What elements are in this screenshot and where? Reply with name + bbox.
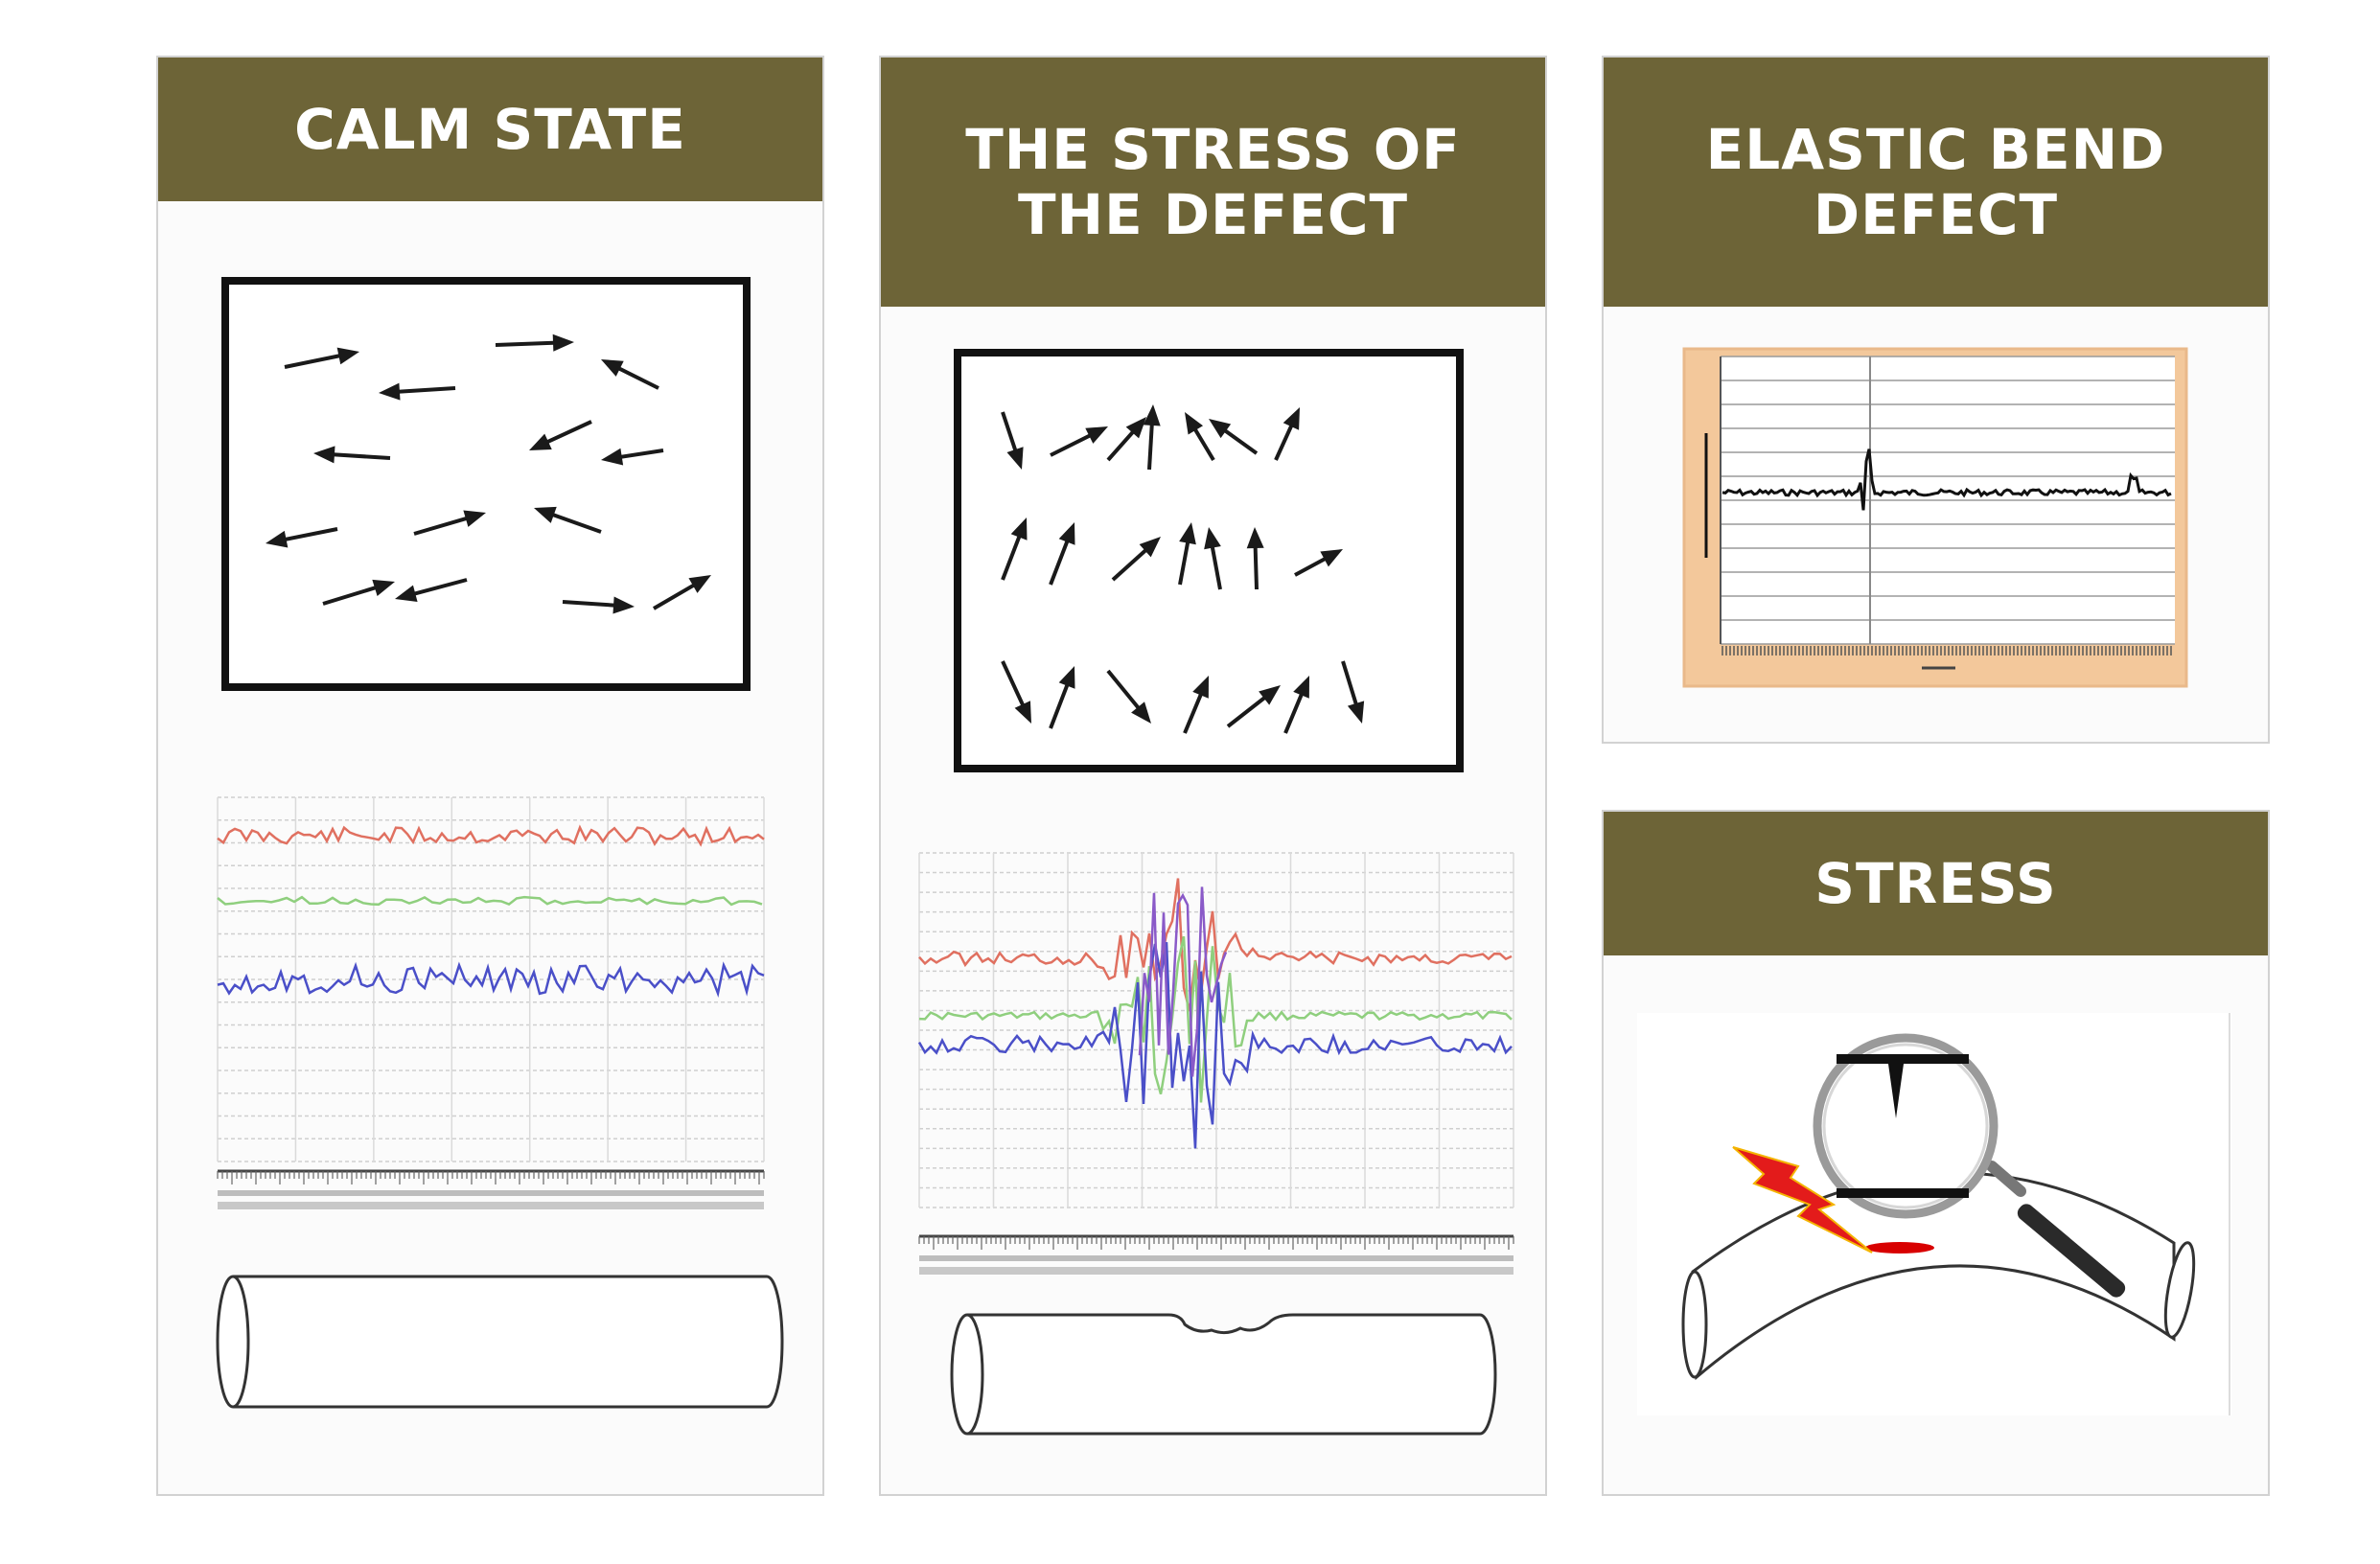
domain-arrow (395, 578, 468, 603)
domain-arrow (1294, 549, 1343, 577)
panel-calm-state: CALM STATE (156, 56, 824, 1496)
domain-arrow (1049, 666, 1075, 729)
panel-title: ELASTIC BEND DEFECT (1604, 58, 2268, 307)
smooth-pipe-illustration (216, 1275, 784, 1409)
domain-arrow (284, 347, 359, 369)
defect-domain-arrows-diagram (954, 349, 1464, 772)
trace-red (217, 824, 765, 847)
elastic-bend-signal-chart (1682, 347, 2188, 688)
domain-arrow (1274, 407, 1300, 461)
stress-pipe-bend-illustration (1637, 1013, 2231, 1415)
chart-axis-ruler (217, 1169, 765, 1209)
trace-purple (1138, 886, 1228, 1077)
bend-signal-trace (1721, 448, 2172, 511)
trace-red (918, 878, 1513, 1012)
domain-arrow (1001, 411, 1024, 470)
trace-green (918, 935, 1513, 1103)
panel-title: STRESS (1604, 812, 2268, 955)
dented-pipe-illustration (950, 1313, 1497, 1436)
domain-arrow (1001, 660, 1031, 724)
domain-arrow (1111, 537, 1161, 582)
domain-arrow (1283, 676, 1309, 734)
calm-domain-arrows-diagram (221, 277, 751, 691)
domain-arrow (1001, 518, 1028, 581)
defect-signal-chart (917, 852, 1514, 1275)
panel-title: CALM STATE (158, 58, 822, 201)
panel-elastic-bend-defect: ELASTIC BEND DEFECT (1602, 56, 2270, 744)
domain-arrow (1204, 527, 1222, 590)
domain-arrow (1050, 426, 1108, 457)
domain-arrow (495, 334, 574, 352)
magnifying-glass-icon (1813, 1033, 2126, 1298)
domain-arrow (601, 359, 659, 390)
domain-arrow (1246, 527, 1264, 590)
domain-arrow (562, 596, 635, 614)
lightning-bolt-icon (1732, 1146, 1873, 1254)
domain-arrow (1143, 404, 1161, 471)
domain-arrow (322, 579, 395, 606)
domain-arrow (534, 506, 602, 534)
domain-arrow (1183, 676, 1209, 734)
domain-arrow (313, 446, 391, 464)
defect-spot (1865, 1242, 1934, 1254)
domain-arrow (1209, 419, 1259, 455)
chart-grid (918, 852, 1514, 1208)
domain-arrow (652, 575, 711, 610)
chart-grid (217, 796, 765, 1162)
domain-arrow (1106, 669, 1151, 724)
panel-stress: STRESS (1602, 810, 2270, 1496)
calm-signal-chart (217, 796, 765, 1209)
domain-arrow (1178, 522, 1196, 586)
domain-arrow (1049, 522, 1075, 586)
domain-arrow (266, 527, 338, 548)
domain-arrow (1106, 417, 1146, 462)
trace-blue (217, 961, 765, 998)
chart-axis-ruler (918, 1234, 1514, 1275)
trace-blue (917, 941, 1513, 1149)
domain-arrow (529, 420, 592, 450)
panel-title: THE STRESS OF THE DEFECT (881, 58, 1545, 307)
domain-arrow (379, 382, 456, 401)
domain-arrow (1341, 660, 1365, 724)
domain-arrow (1185, 412, 1215, 462)
domain-arrow (413, 510, 486, 536)
domain-arrow (1226, 685, 1281, 728)
panel-stress-of-defect: THE STRESS OF THE DEFECT (879, 56, 1547, 1496)
domain-arrow (601, 448, 664, 466)
trace-green (217, 895, 763, 907)
